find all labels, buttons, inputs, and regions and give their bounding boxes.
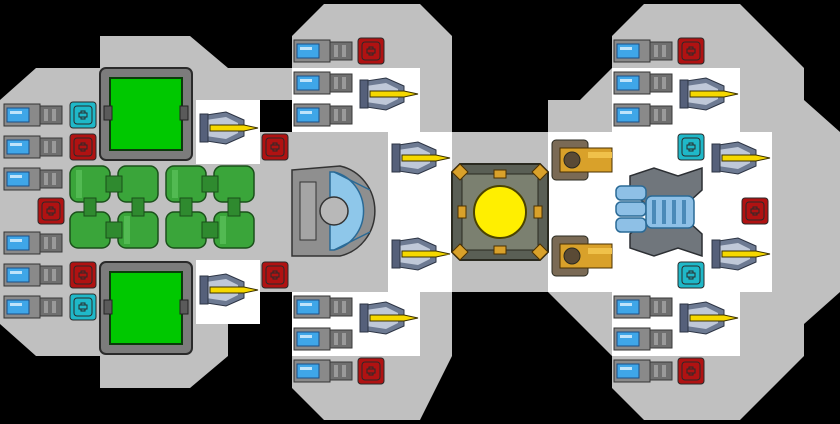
- thruster-icon: [293, 71, 353, 95]
- red-node-icon[interactable]: [261, 133, 289, 161]
- red-node-icon[interactable]: [357, 357, 385, 385]
- red-node-icon[interactable]: [261, 261, 289, 289]
- cyan-node-icon[interactable]: [677, 261, 705, 289]
- engine-mechanism-icon[interactable]: [615, 166, 703, 258]
- green-panel-module-icon[interactable]: [99, 67, 193, 161]
- thruster-icon: [3, 263, 63, 287]
- red-node-icon[interactable]: [69, 133, 97, 161]
- thruster-icon: [3, 295, 63, 319]
- green-panel-module-icon[interactable]: [99, 261, 193, 355]
- brass-cannon-icon[interactable]: [551, 139, 613, 181]
- observation-dome-icon[interactable]: [291, 165, 376, 257]
- thruster-icon: [293, 359, 353, 383]
- thruster-icon: [613, 39, 673, 63]
- cyan-node-icon[interactable]: [69, 101, 97, 129]
- brass-cannon-icon[interactable]: [551, 235, 613, 277]
- thruster-icon: [293, 103, 353, 127]
- thruster-icon: [3, 103, 63, 127]
- thruster-icon: [613, 327, 673, 351]
- thruster-icon: [293, 295, 353, 319]
- red-node-icon[interactable]: [677, 357, 705, 385]
- thruster-icon: [613, 103, 673, 127]
- thruster-icon: [613, 71, 673, 95]
- red-node-icon[interactable]: [37, 197, 65, 225]
- thruster-icon: [3, 167, 63, 191]
- red-node-icon[interactable]: [677, 37, 705, 65]
- thruster-icon: [613, 359, 673, 383]
- thruster-icon: [3, 231, 63, 255]
- thruster-icon: [613, 295, 673, 319]
- thruster-icon: [3, 135, 63, 159]
- red-node-icon[interactable]: [357, 37, 385, 65]
- red-node-icon[interactable]: [741, 197, 769, 225]
- cyan-node-icon[interactable]: [677, 133, 705, 161]
- reactor-core-icon[interactable]: [451, 163, 549, 261]
- middle-section: [291, 37, 451, 385]
- right-section: [551, 37, 771, 385]
- thruster-icon: [293, 327, 353, 351]
- cyan-node-icon[interactable]: [69, 293, 97, 321]
- thruster-icon: [293, 39, 353, 63]
- red-node-icon[interactable]: [69, 261, 97, 289]
